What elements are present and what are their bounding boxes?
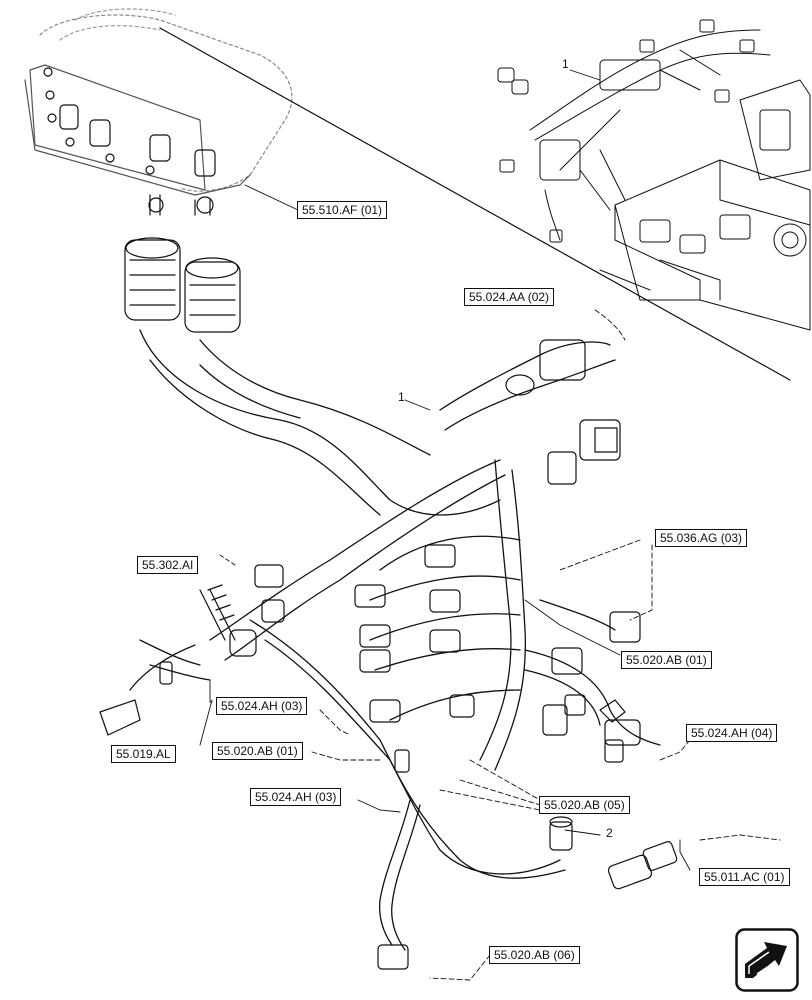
item-number-1-main: 1 bbox=[398, 390, 405, 404]
callout-55-024-ah-03-upper[interactable]: 55.024.AH (03) bbox=[216, 697, 308, 715]
engine-manifold bbox=[24, 8, 293, 216]
injector-connectors bbox=[99, 544, 475, 736]
item-number-2: 2 bbox=[606, 826, 613, 840]
sensor-connectors bbox=[542, 611, 641, 763]
round-connectors bbox=[124, 237, 241, 333]
callout-55-302-ai[interactable]: 55.302.AI bbox=[137, 556, 199, 574]
inset-engine-block bbox=[599, 79, 811, 331]
upper-connectors bbox=[505, 339, 621, 485]
callout-55-020-ab-01-left[interactable]: 55.020.AB (01) bbox=[212, 742, 303, 760]
callout-55-011-ac-01[interactable]: 55.011.AC (01) bbox=[699, 868, 790, 886]
inset-harness bbox=[497, 19, 771, 243]
callout-55-036-ag-03[interactable]: 55.036.AG (03) bbox=[655, 529, 748, 547]
callout-55-020-ab-06[interactable]: 55.020.AB (06) bbox=[489, 946, 580, 964]
main-harness bbox=[129, 329, 661, 951]
callout-55-024-aa-02[interactable]: 55.024.AA (02) bbox=[464, 288, 555, 306]
leader-lines bbox=[199, 69, 781, 981]
next-page-arrow-icon[interactable] bbox=[735, 928, 799, 992]
callout-55-020-ab-05[interactable]: 55.020.AB (05) bbox=[539, 796, 630, 814]
lower-connectors bbox=[377, 749, 678, 970]
callout-55-020-ab-01-right[interactable]: 55.020.AB (01) bbox=[621, 651, 712, 669]
item-number-1-inset: 1 bbox=[562, 57, 569, 71]
callout-55-510-af-01[interactable]: 55.510.AF (01) bbox=[297, 201, 388, 219]
callout-55-019-al[interactable]: 55.019.AL bbox=[111, 745, 176, 763]
inset-divider bbox=[159, 27, 791, 381]
callout-55-024-ah-03-lower[interactable]: 55.024.AH (03) bbox=[250, 788, 342, 806]
callout-55-024-ah-04[interactable]: 55.024.AH (04) bbox=[686, 724, 778, 742]
